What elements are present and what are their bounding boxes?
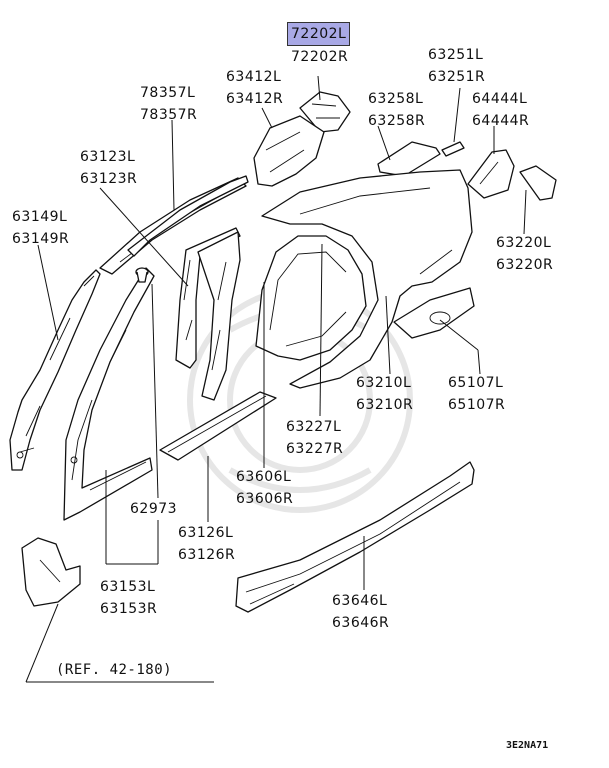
part-label-63210: 63210L 63210R	[356, 375, 414, 413]
part-63227-wheel-arch	[255, 235, 367, 361]
part-label-62973: 62973	[130, 501, 178, 517]
part-64444-bracket	[467, 149, 515, 199]
part-63412-pillar-upper	[253, 115, 325, 187]
part-label-63646: 63646L 63646R	[332, 593, 390, 631]
part-78357-rail-strip	[127, 175, 249, 257]
part-label-63126: 63126L 63126R	[178, 525, 236, 563]
part-63210-quarter-panel	[261, 169, 473, 389]
diagram-code: 3E2NA71	[506, 740, 549, 751]
part-63251-clip	[441, 141, 465, 157]
part-62973-clip	[135, 267, 149, 283]
part-label-63149: 63149L 63149R	[12, 209, 70, 247]
leader-lines	[25, 75, 527, 683]
part-63258-bracket	[377, 141, 441, 177]
part-label-65107: 65107L 65107R	[448, 375, 506, 413]
part-label-63606: 63606L 63606R	[236, 469, 294, 507]
part-label-63258: 63258L 63258R	[368, 91, 426, 129]
part-63149-pillar	[9, 269, 101, 471]
part-label-63220: 63220L 63220R	[496, 235, 554, 273]
part-label-63251: 63251L 63251R	[428, 47, 486, 85]
part-label-78357: 78357L 78357R	[140, 85, 198, 123]
part-63220-end-cap	[519, 165, 557, 201]
part-63126-rocker-inner	[159, 391, 277, 461]
part-63153-front-pillar	[63, 267, 155, 521]
part-label-63227: 63227L 63227R	[286, 419, 344, 457]
part-label-72202: 72202L 72202R	[287, 22, 351, 68]
part-65107-filler-lid	[393, 287, 475, 339]
part-label-64444: 64444L 64444R	[472, 91, 530, 129]
part-63606-reinforcement	[197, 231, 241, 401]
part-label-63123: 63123L 63123R	[80, 149, 138, 187]
part-label-63412: 63412L 63412R	[226, 69, 284, 107]
part-63646-rocker-outer	[235, 461, 475, 613]
part-label-63153: 63153L 63153R	[100, 579, 158, 617]
part-63153-lower-piece	[21, 537, 81, 607]
reference-note: (REF. 42-180)	[56, 662, 173, 678]
